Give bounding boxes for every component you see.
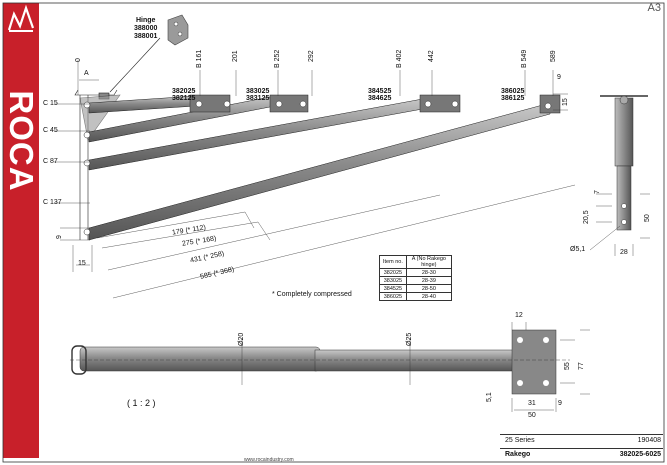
- hinge-icon: [167, 14, 189, 46]
- brand-bar: ROCA: [3, 3, 40, 458]
- dim-589: 589: [550, 50, 557, 62]
- dim-zero: 0: [75, 58, 82, 62]
- dim-plate-31: 31: [528, 400, 536, 407]
- dim-plate-55: 55: [564, 362, 571, 370]
- dim-dia-20: Ø20: [238, 332, 245, 346]
- dim-right-50: 50: [644, 214, 651, 222]
- hinge-code: 388001: [134, 33, 158, 40]
- dim-442: 442: [428, 50, 435, 62]
- logo-mark: [7, 4, 35, 32]
- dim-right-dia: Ø5,1: [570, 246, 586, 253]
- dim-plate-77: 77: [578, 362, 585, 370]
- hinge-caption: Hinge 388000 388001: [134, 17, 157, 41]
- dim-right-15: 15: [562, 98, 569, 106]
- tube-stays: [83, 94, 561, 241]
- dim-b402: B 402: [396, 49, 403, 68]
- dim-b161: B 161: [196, 49, 203, 68]
- scale-label: ( 1 : 2 ): [127, 398, 156, 408]
- dim-plate-5-1: 5,1: [486, 392, 493, 402]
- dimension-lines: [54, 60, 576, 299]
- dim-c87: C 87: [43, 158, 58, 165]
- dim-b549: B 549: [521, 49, 528, 68]
- dim-c137: C 137: [43, 199, 62, 206]
- dim-c45: C 45: [43, 127, 58, 134]
- right-view: [553, 93, 650, 256]
- dim-right-20-5: 20,5: [583, 210, 590, 224]
- sheet-size-code: A3: [647, 2, 661, 14]
- dim-15: 15: [78, 260, 86, 267]
- dim-9: 9: [56, 235, 63, 239]
- hinge-title: Hinge: [135, 17, 156, 24]
- product-name: Rakego: [505, 451, 531, 458]
- dim-right-9: 9: [557, 74, 561, 81]
- hinge-code: 388000: [134, 25, 158, 32]
- dim-plate-50: 50: [528, 412, 536, 419]
- dim-b252: B 252: [274, 49, 281, 68]
- dim-c15: C 15: [43, 100, 58, 107]
- dim-dia-25: Ø25: [406, 332, 413, 346]
- dim-right-28: 28: [620, 249, 628, 256]
- dim-plate-12: 12: [515, 312, 523, 319]
- table-header: A (No Rakego hinge): [405, 255, 452, 269]
- table-header: Item no.: [379, 255, 407, 269]
- dim-right-7: 7: [594, 190, 601, 194]
- drawing-date: 190408: [637, 437, 661, 444]
- bottom-view: [70, 322, 590, 412]
- title-block: 25 Series 190408 Rakego 382025-6025: [500, 434, 663, 462]
- title-divider: [500, 448, 663, 449]
- dim-a: A: [84, 70, 89, 77]
- product-code: 382025-6025: [619, 451, 661, 458]
- footer-url: www.rocaindustry.com: [244, 457, 294, 463]
- series-label: 25 Series: [505, 437, 535, 444]
- dim-plate-9: 9: [558, 400, 562, 407]
- dim-201: 201: [232, 50, 239, 62]
- dim-292: 292: [308, 50, 315, 62]
- footnote: * Completely compressed: [272, 291, 352, 298]
